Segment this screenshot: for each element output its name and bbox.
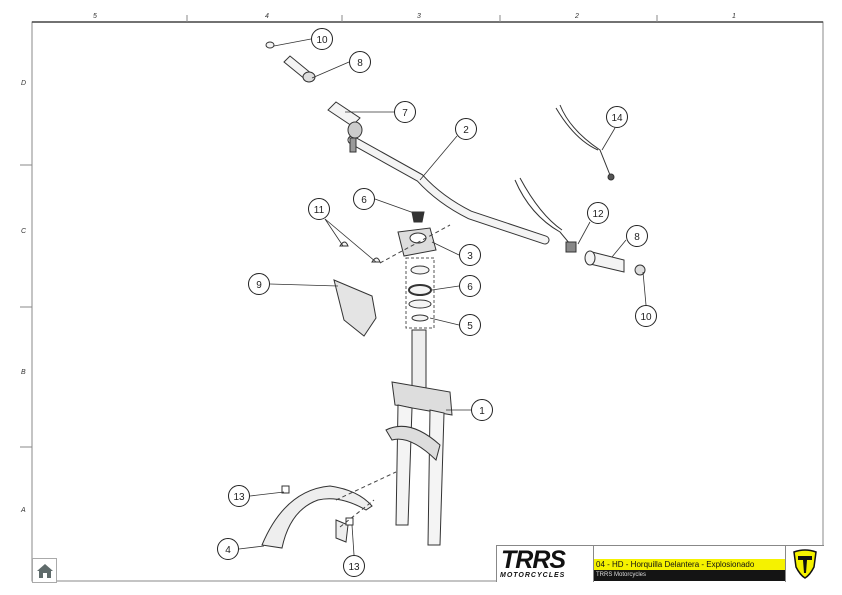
callout-5: 5 <box>459 314 481 336</box>
home-button[interactable] <box>32 558 57 583</box>
logo-text: TRRS <box>501 546 566 574</box>
row-ticks <box>20 164 32 448</box>
callout-10-right: 10 <box>635 305 657 327</box>
leader-lines <box>238 38 647 556</box>
callout-2: 2 <box>455 118 477 140</box>
callout-number: 14 <box>611 113 623 124</box>
callout-number: 6 <box>361 195 367 206</box>
cable-14 <box>559 104 611 176</box>
callout-8-left: 8 <box>349 51 371 73</box>
headlight <box>333 279 377 337</box>
row-label-b: B <box>21 369 26 376</box>
throttle <box>327 101 361 127</box>
callout-number: 10 <box>640 312 652 323</box>
callout-4: 4 <box>217 538 239 560</box>
callout-10-top: 10 <box>311 28 333 50</box>
column-label-1: 1 <box>732 13 736 20</box>
home-icon <box>36 563 53 578</box>
logo-subtext: MOTORCYCLES <box>500 572 566 579</box>
column-label-3: 3 <box>417 13 421 20</box>
callout-number: 5 <box>467 321 473 332</box>
callout-number: 9 <box>256 280 262 291</box>
column-label-4: 4 <box>265 13 269 20</box>
column-ticks <box>186 15 658 22</box>
callout-6-top: 6 <box>353 188 375 210</box>
callout-number: 3 <box>467 251 473 262</box>
callout-8-right: 8 <box>626 225 648 247</box>
callout-12: 12 <box>587 202 609 224</box>
callout-number: 1 <box>479 406 485 417</box>
callout-number: 11 <box>314 205 325 216</box>
callout-number: 13 <box>348 562 360 573</box>
title-block: TRRS MOTORCYCLES 04 - HD - Horquilla Del… <box>496 545 824 582</box>
steerer-tube <box>411 329 427 389</box>
cable-12 <box>514 179 576 251</box>
callout-number: 8 <box>634 232 640 243</box>
callout-number: 12 <box>592 209 604 220</box>
callout-9: 9 <box>248 273 270 295</box>
callouts: 10 8 7 2 14 6 11 12 8 3 9 6 5 10 1 13 4 … <box>217 28 657 577</box>
callout-number: 8 <box>357 58 363 69</box>
callout-7: 7 <box>394 101 416 123</box>
trrs-logo: TRRS MOTORCYCLES <box>497 546 594 582</box>
exploded-parts <box>261 41 646 549</box>
callout-number: 10 <box>316 35 328 46</box>
callout-number: 13 <box>233 492 245 503</box>
column-label-2: 2 <box>575 13 579 20</box>
row-label-c: C <box>21 228 27 235</box>
callout-14: 14 <box>606 106 628 128</box>
trrs-shield-icon <box>785 546 824 582</box>
row-label-d: D <box>21 80 27 87</box>
row-label-a: A <box>21 507 26 514</box>
drawing-subtitle: TRRS Motorcycles <box>594 570 785 581</box>
callout-1: 1 <box>471 399 493 421</box>
callout-3: 3 <box>459 244 481 266</box>
callout-6-bottom: 6 <box>459 275 481 297</box>
drawing-title: 04 - HD - Horquilla Delantera - Explosio… <box>594 559 785 570</box>
callout-13-bottom: 13 <box>343 555 365 577</box>
callout-number: 6 <box>467 282 473 293</box>
callout-number: 7 <box>402 108 408 119</box>
column-label-5: 5 <box>93 13 97 20</box>
callout-number: 2 <box>463 125 469 136</box>
callout-13-top: 13 <box>228 485 250 507</box>
callout-11: 11 <box>308 198 330 220</box>
fender <box>261 485 373 549</box>
callout-number: 4 <box>225 545 231 556</box>
